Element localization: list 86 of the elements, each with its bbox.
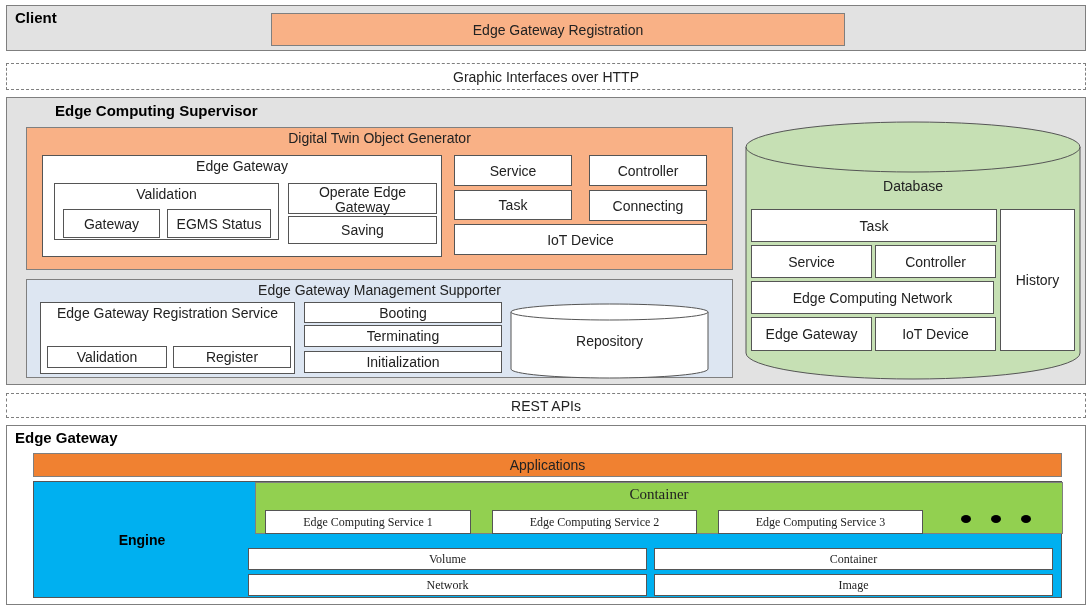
component-label: Digital Twin Object Generator [287,131,472,146]
component-label: Controller [904,254,967,269]
component-box [589,155,707,186]
component-label: Service [787,254,836,269]
component-label: Task [858,218,890,233]
component-box [654,574,1053,596]
layer-band [6,97,1086,385]
module-box [26,127,733,270]
component-box [47,346,167,368]
component-label: Service [488,163,538,178]
component-label: Validation [75,349,139,365]
component-label: Edge Gateway [764,326,859,342]
component-label: Task [497,197,529,213]
component-box [54,183,279,240]
component-label: Controller [616,163,680,178]
component-box [751,209,997,242]
component-label: Volume [427,552,468,566]
component-box [63,209,160,238]
component-box [751,281,994,314]
section-title: Client [15,10,58,26]
layer-band [6,5,1086,51]
component-box [454,155,572,186]
component-box [751,245,872,278]
component-box [875,317,996,351]
component-box [288,216,437,244]
component-label: Edge Gateway Registration Service [56,306,279,321]
component-label: Terminating [365,328,441,344]
component-box [248,574,647,596]
component-box [42,155,442,257]
component-box [265,510,471,534]
component-label: Edge Computing Service 2 [528,515,661,529]
module-box [271,13,845,46]
component-box [1000,209,1075,351]
component-label: EGMS Status [175,216,263,231]
component-label: REST APIs [510,398,582,413]
component-box [304,325,502,347]
component-label: Gateway [82,216,141,231]
component-label: Database [882,179,944,194]
component-label: Saving [340,222,385,238]
component-label: Edge Gateway Management Supporter [257,283,502,298]
container-box [255,482,1063,534]
component-box [173,346,291,368]
component-label: Booting [378,305,428,320]
section-title: Edge Computing Supervisor [55,103,259,119]
component-label: IoT Device [901,326,970,342]
layer-box [6,425,1086,605]
component-box [589,190,707,221]
component-label: History [1014,272,1061,288]
component-box [454,190,572,220]
component-label: Repository [575,333,644,348]
component-box [304,302,502,323]
component-label: Register [204,349,260,365]
component-box [654,548,1053,570]
component-label: Edge Gateway [195,159,289,174]
component-label: Container [628,487,690,503]
component-label: Connecting [611,198,685,213]
component-label: Applications [508,457,587,473]
component-box [248,548,647,570]
component-label: Graphic Interfaces over HTTP [452,69,640,84]
component-label: Network [425,578,470,592]
interface-band [6,63,1086,90]
section-title: Edge Gateway [15,430,119,446]
component-box [718,510,923,534]
component-box [167,209,271,238]
component-box [751,317,872,351]
component-label: Edge Computing Network [791,290,954,305]
application-bar [33,453,1062,477]
component-box [875,245,996,278]
component-box [492,510,697,534]
interface-band [6,393,1086,418]
component-label: Engine [117,533,167,548]
component-label: Edge Computing Service 3 [754,515,887,529]
component-label: Edge Gateway Registration [471,22,645,37]
component-label: Initialization [365,354,441,370]
component-label: Container [828,552,879,566]
component-box [304,351,502,373]
engine-block [33,481,1062,598]
component-box [288,183,437,214]
component-label: IoT Device [546,232,615,247]
component-label: Operate Edge Gateway [317,185,408,215]
component-box [454,224,707,255]
component-label: Edge Computing Service 1 [302,515,434,529]
component-box [40,302,295,374]
component-label: Image [837,578,870,592]
module-box [26,279,733,378]
component-label: Validation [135,187,198,202]
